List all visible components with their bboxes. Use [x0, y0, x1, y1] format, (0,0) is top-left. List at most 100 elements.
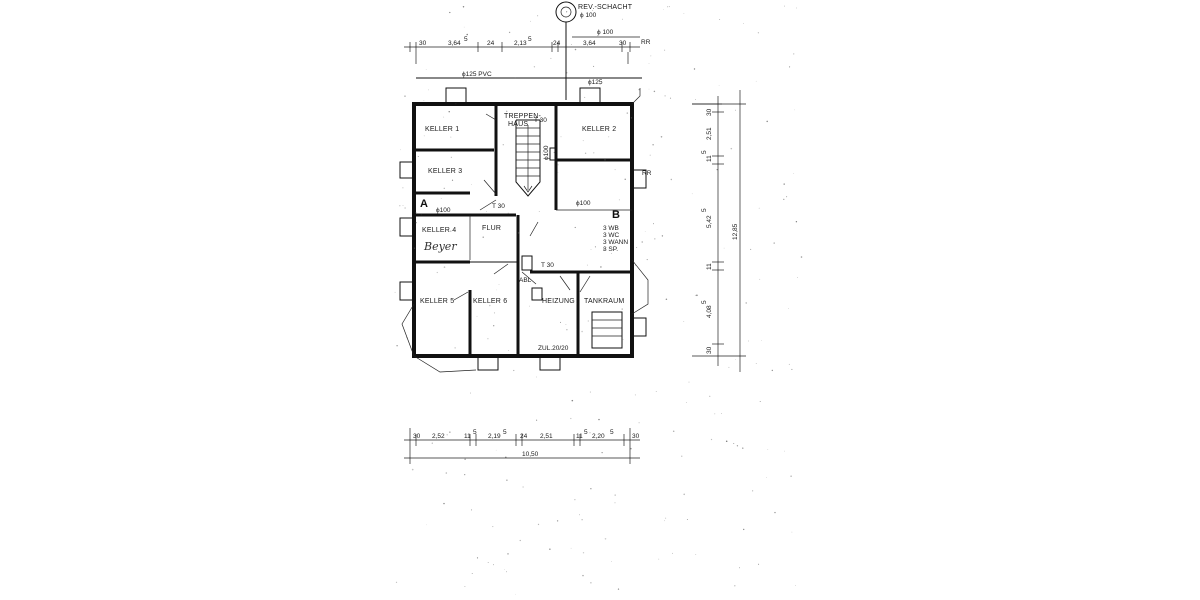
speckle-dot	[570, 547, 572, 549]
speckle-dot	[595, 335, 597, 337]
speckle-dot	[594, 246, 596, 248]
speckle-dot	[750, 248, 752, 250]
bottom-dimension-chain	[404, 428, 640, 464]
speckle-dot	[716, 168, 718, 171]
speckle-dot	[634, 264, 636, 266]
speckle-dot	[581, 519, 583, 521]
speckle-dot	[507, 212, 509, 214]
speckle-dot	[443, 116, 445, 118]
speckle-dot	[743, 528, 745, 531]
speckle-dot	[415, 222, 417, 224]
speckle-dot	[538, 211, 540, 212]
speckle-dot	[723, 247, 725, 249]
speckle-dot	[420, 214, 422, 216]
speckle-dot	[758, 207, 760, 209]
speckle-dot	[428, 89, 429, 91]
speckle-dot	[617, 588, 620, 590]
note-pipe-b: ϕ100	[576, 200, 591, 207]
top-dim-3: 5	[464, 36, 468, 43]
speckle-dot	[504, 569, 505, 570]
speckle-dot	[759, 401, 761, 402]
speckle-dot	[743, 23, 744, 24]
speckle-dot	[788, 363, 790, 365]
speckle-dot	[450, 230, 452, 232]
speckle-dot	[650, 55, 652, 57]
note-wb: 3 WB	[603, 225, 619, 232]
speckle-dot	[648, 63, 650, 65]
speckle-dot	[515, 125, 517, 127]
speckle-dot	[449, 431, 451, 433]
speckle-dot	[721, 413, 722, 414]
speckle-dot	[748, 340, 749, 342]
speckle-dot	[710, 438, 713, 441]
speckle-dot	[604, 538, 607, 540]
speckle-dot	[783, 183, 785, 185]
speckle-dot	[636, 246, 638, 248]
speckle-dot	[604, 159, 606, 161]
pvc-pipe-label: ϕ125 PVC	[462, 71, 492, 78]
speckle-dot	[611, 561, 612, 562]
speckle-dot	[614, 169, 616, 171]
speckle-dot	[658, 558, 660, 560]
speckle-dot	[586, 264, 588, 266]
speckle-dot	[482, 236, 484, 238]
speckle-dot	[783, 198, 785, 201]
speckle-dot	[402, 205, 404, 206]
speckle-dot	[566, 72, 568, 74]
speckle-dot	[423, 99, 425, 101]
speckle-dot	[728, 366, 730, 368]
speckle-dot	[757, 32, 760, 34]
bottom-dim-7: 24	[520, 433, 528, 440]
speckle-dot	[553, 151, 555, 153]
speckle-dot	[436, 271, 438, 274]
speckle-dot	[513, 369, 515, 372]
speckle-dot	[571, 399, 574, 402]
room-keller-1: KELLER 1	[425, 126, 459, 133]
speckle-dot	[688, 381, 690, 383]
speckle-dot	[576, 303, 578, 305]
speckle-dot	[665, 517, 667, 519]
speckle-dot	[608, 136, 610, 138]
room-keller-3: KELLER 3	[428, 168, 462, 175]
speckle-dot	[404, 207, 406, 209]
bottom-dim-12: 5	[610, 429, 614, 436]
speckle-dot	[404, 95, 406, 97]
speckle-dot	[634, 394, 636, 396]
speckle-dot	[736, 445, 739, 447]
speckle-dot	[443, 187, 445, 189]
speckle-dot	[649, 154, 651, 156]
speckle-dot	[771, 369, 773, 372]
speckle-dot	[686, 519, 688, 520]
speckle-dot	[529, 305, 530, 307]
right-dim-3: 11	[706, 155, 713, 162]
speckle-dot	[725, 440, 728, 443]
shaft-pipe-label: ϕ 100	[580, 12, 597, 19]
speckle-dot	[406, 336, 408, 339]
speckle-dot	[557, 172, 559, 173]
speckle-dot	[661, 235, 664, 237]
speckle-dot	[582, 140, 584, 142]
heating-unit	[521, 255, 543, 301]
speckle-dot	[581, 330, 583, 333]
speckle-dot	[786, 196, 788, 198]
speckle-dot	[530, 20, 531, 22]
speckle-dot	[443, 502, 445, 505]
speckle-dot	[784, 5, 785, 7]
speckle-dot	[791, 368, 793, 370]
bottom-dim-8: 2,51	[540, 433, 553, 440]
bottom-dim-2: 2,52	[432, 433, 445, 440]
speckle-dot	[655, 391, 657, 392]
note-pipe-a: ϕ100	[436, 207, 451, 214]
speckle-dot	[683, 13, 685, 14]
speckle-dot	[611, 253, 612, 255]
speckle-dot	[549, 548, 551, 550]
right-dim-4: 5	[701, 150, 708, 154]
speckle-dot	[755, 80, 757, 82]
bottom-dim-11: 2,20	[592, 433, 605, 440]
note-t30-heating: T 30	[541, 262, 554, 269]
speckle-dot	[495, 449, 497, 451]
speckle-dot	[681, 455, 683, 457]
speckle-dot	[507, 553, 509, 555]
speckle-dot	[795, 221, 798, 223]
speckle-dot	[793, 173, 795, 174]
